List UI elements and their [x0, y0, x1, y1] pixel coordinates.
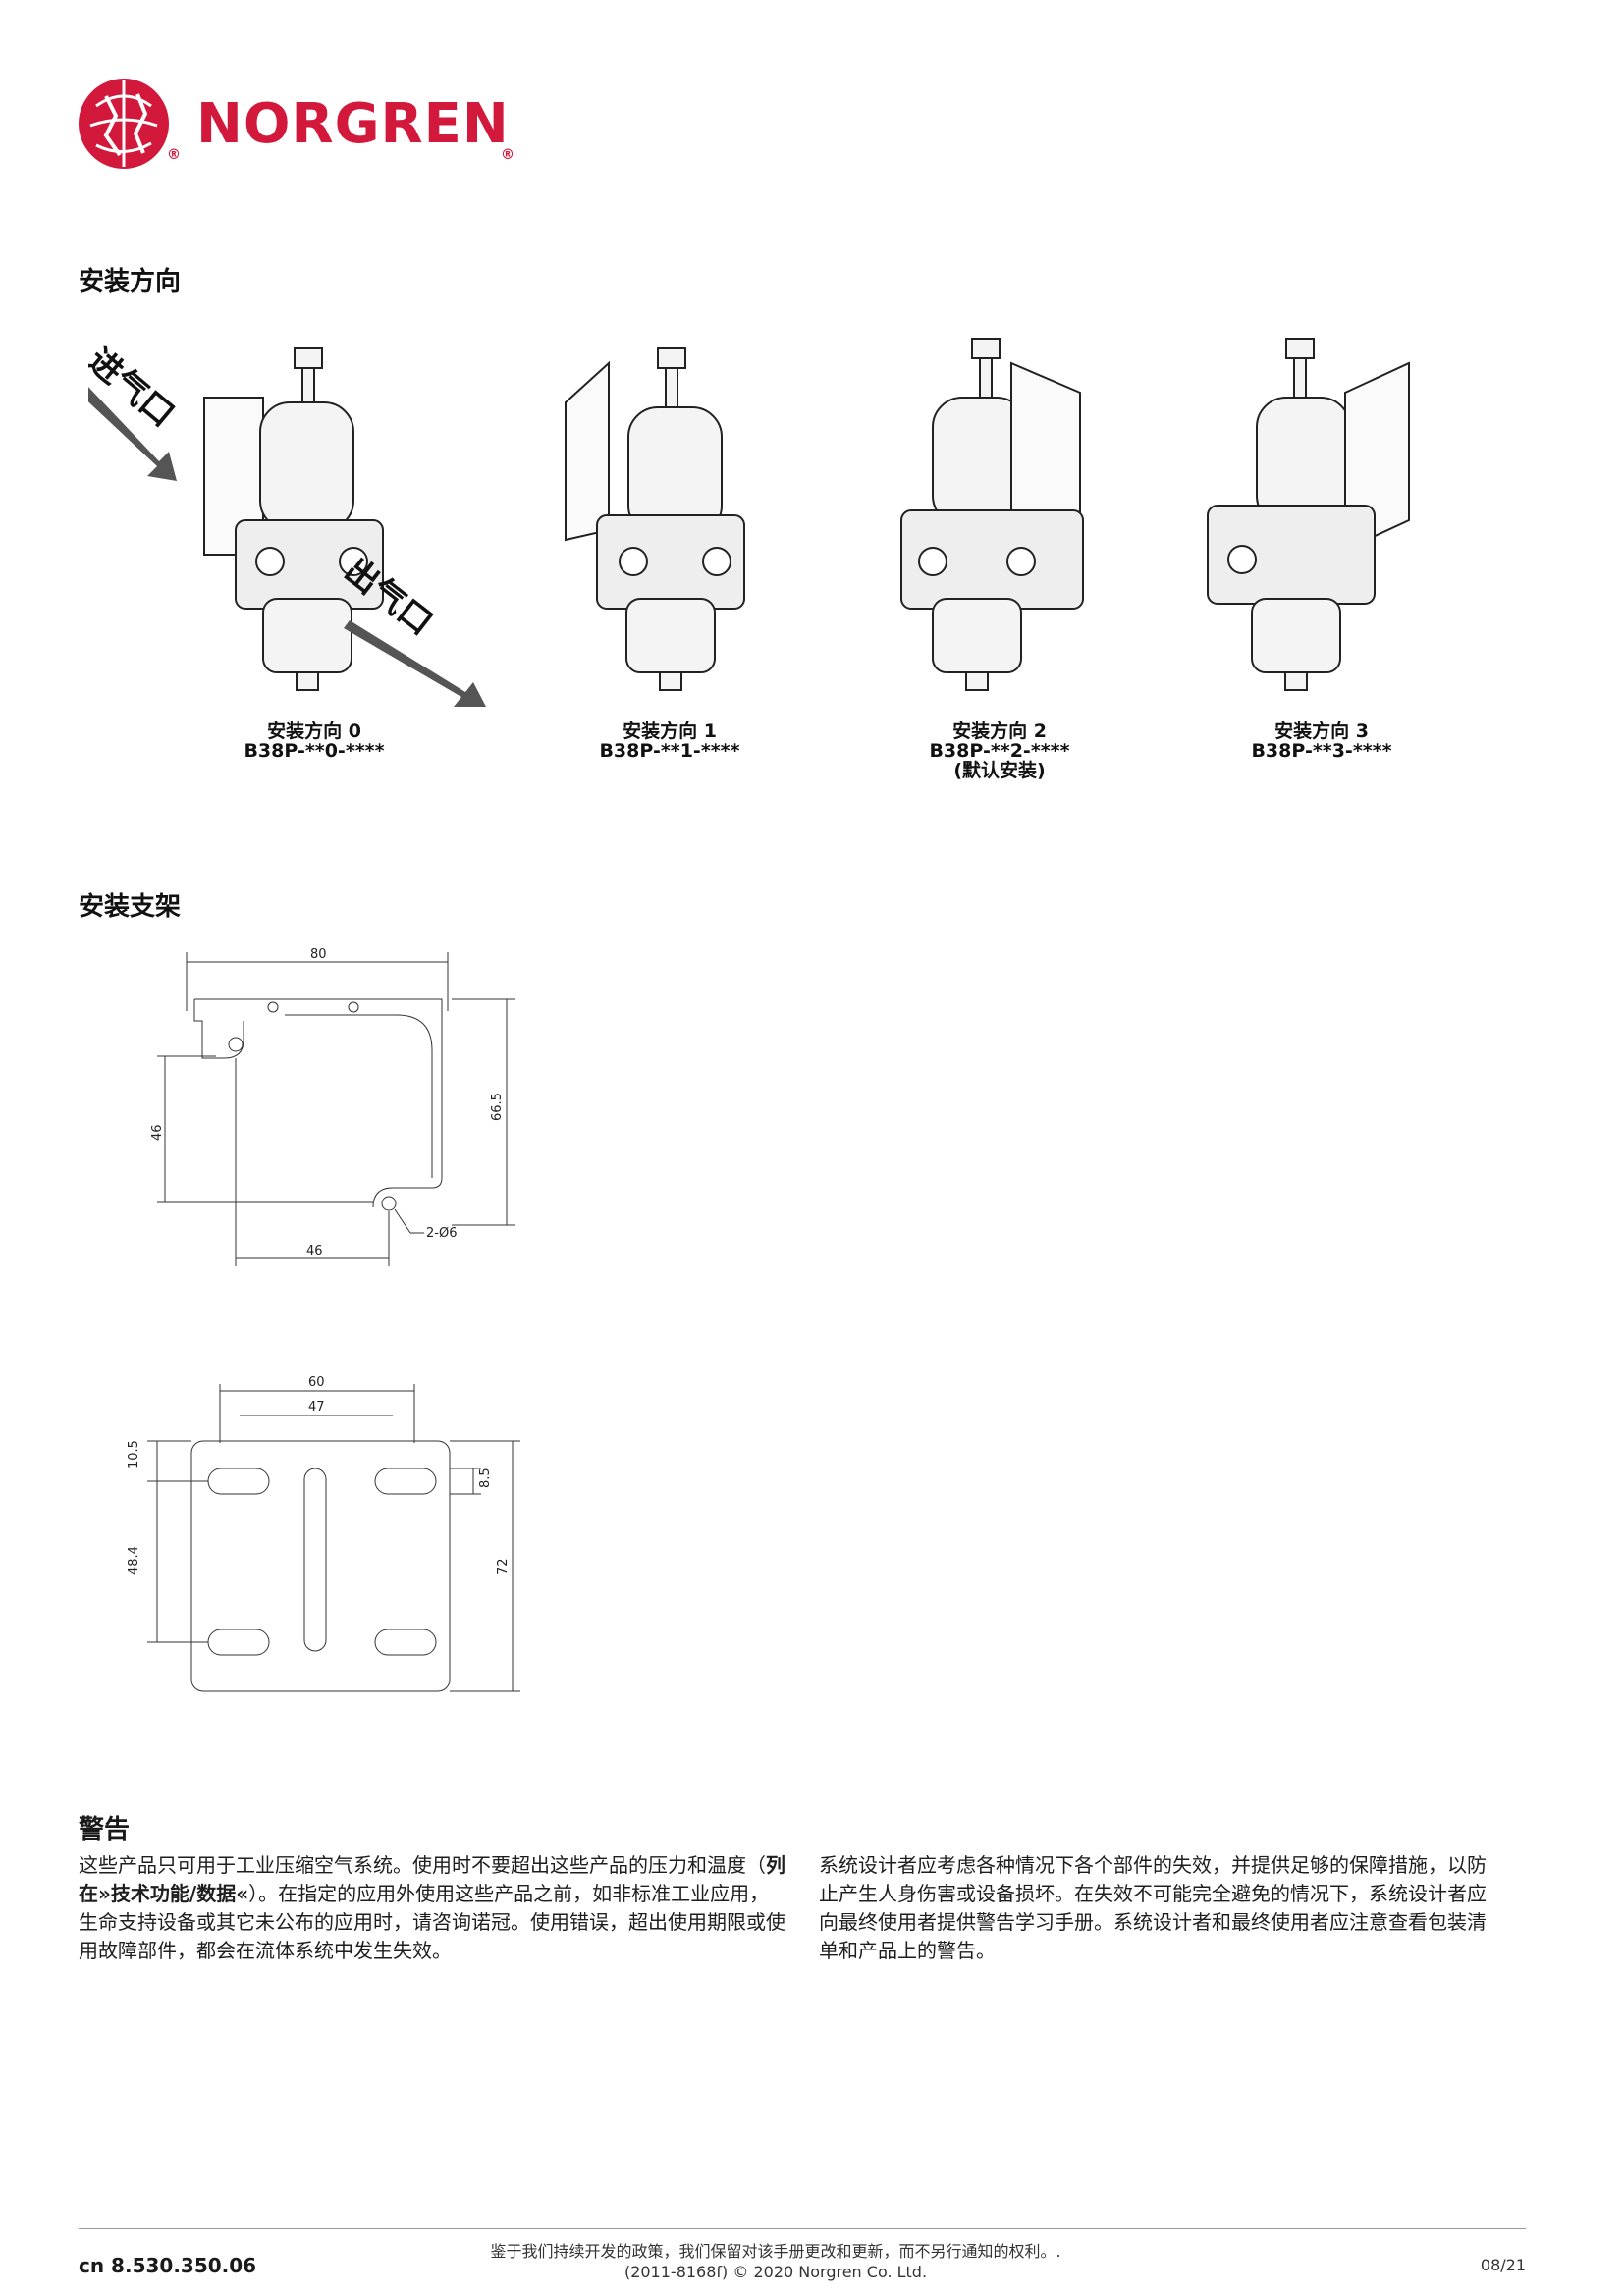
dim-holes-spacing: 47 [308, 1400, 325, 1415]
dim-hole: 2-Ø6 [426, 1226, 457, 1241]
orientation-1-image [550, 304, 844, 697]
dim-width: 80 [310, 947, 327, 962]
dim-vertical: 46 [150, 1124, 165, 1141]
bracket-front-drawing: 60 47 10.5 8.5 48.4 72 [118, 1364, 540, 1702]
orientation-0-image: 进气口 出气口 [79, 304, 486, 707]
dim-front-height: 72 [496, 1558, 511, 1575]
dim-top-offset: 10.5 [127, 1440, 141, 1468]
norgren-logo: ® NORGREN ® [77, 77, 528, 171]
bracket-title: 安装支架 [79, 892, 182, 922]
dim-vertical-spacing: 48.4 [127, 1546, 141, 1575]
warning-col-2: 系统设计者应考虑各种情况下各个部件的失效，并提供足够的保障措施，以防止产生人身伤… [819, 1853, 1487, 1962]
bracket-side-drawing: 80 66.5 46 46 2-Ø6 [147, 942, 540, 1280]
footer-date: 08/21 [1480, 2256, 1526, 2274]
footer-divider [79, 2228, 1526, 2229]
dim-height: 66.5 [490, 1093, 505, 1121]
dim-front-width: 60 [308, 1375, 325, 1390]
footer-notice: 鉴于我们持续开发的政策，我们保留对该手册更改和更新，而不另行通知的权利。. (2… [490, 2242, 1061, 2281]
reg-mark: ® [501, 147, 514, 163]
orientation-title: 安装方向 [79, 267, 182, 296]
brand-name: NORGREN [196, 92, 510, 156]
warning-col-1: 这些产品只可用于工业压缩空气系统。使用时不要超出这些产品的压力和温度（列在»技术… [79, 1853, 785, 1962]
doc-number: cn 8.530.350.06 [79, 2254, 257, 2277]
dim-slot: 8.5 [478, 1468, 493, 1488]
inlet-label: 进气口 [88, 341, 182, 435]
orientation-2-image [884, 304, 1178, 697]
orientation-3-image [1198, 304, 1492, 697]
dim-horizontal: 46 [306, 1244, 323, 1258]
reg-mark: ® [167, 147, 181, 163]
globe-icon [79, 79, 169, 169]
warning-title: 警告 [79, 1815, 131, 1844]
